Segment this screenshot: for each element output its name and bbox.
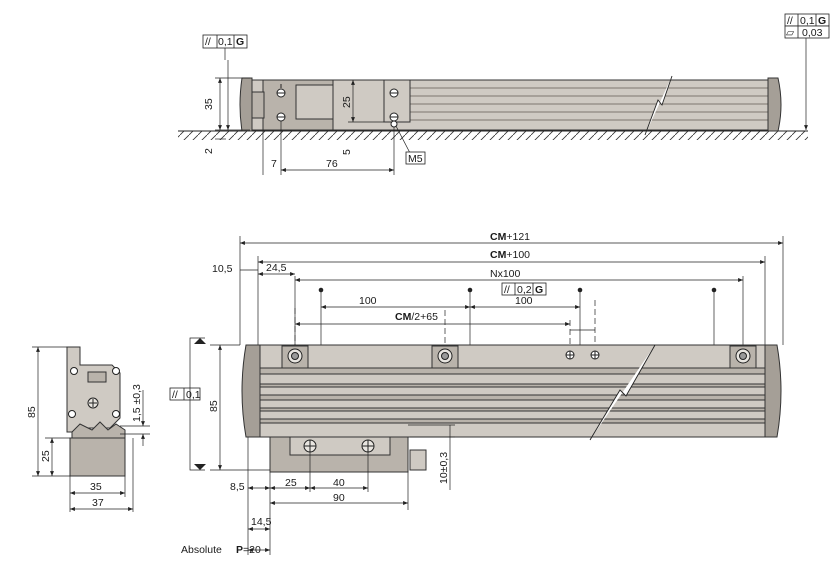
- side-view: 85 25 1,5 ±0,3 35 37: [26, 346, 150, 512]
- dim-40-front: 40: [333, 477, 345, 489]
- dim-5-top: 5: [341, 149, 353, 155]
- screw-icon: [276, 112, 286, 122]
- dim-25-top: 25: [341, 96, 353, 108]
- svg-text:G: G: [818, 15, 826, 27]
- screw-icon: [389, 88, 399, 98]
- svg-text:0,1: 0,1: [800, 15, 815, 27]
- side-reading-head: [69, 437, 126, 477]
- dim-100-right: 100: [515, 295, 533, 307]
- svg-text:0,03: 0,03: [802, 27, 823, 39]
- parallelism-tolerance-right: // 0,1 G: [784, 13, 830, 27]
- m5-thread-label-box: [405, 151, 426, 165]
- dim-35-side: 35: [90, 481, 102, 493]
- dim-25-side: 25: [40, 450, 52, 462]
- screw-icon: [276, 88, 286, 98]
- dim-cm100: CM+100: [490, 249, 530, 261]
- svg-text://: //: [172, 389, 178, 401]
- svg-text:▱: ▱: [786, 27, 795, 39]
- parallelism-tolerance-left: // 0,1 G: [202, 34, 248, 60]
- mount-hole-icon: [431, 345, 459, 369]
- dim-25-front: 25: [285, 477, 297, 489]
- dim-10-5: 10,5: [212, 263, 233, 275]
- dim-10-03: 10±0,3: [438, 452, 450, 484]
- break-line-front: [589, 344, 656, 441]
- end-cap-left-top: [239, 77, 253, 132]
- dim-cm2-65: CM/2+65: [395, 311, 438, 323]
- end-cap-left-front: [241, 344, 261, 438]
- svg-text:0,1: 0,1: [186, 389, 201, 401]
- dim-7-top: 7: [271, 158, 277, 170]
- dim-14-5: 14,5: [251, 516, 272, 528]
- parallelism-tolerance-mid: // 0,2 G: [501, 282, 547, 296]
- dim-85-front: 85: [208, 400, 220, 412]
- dim-100-left: 100: [359, 295, 377, 307]
- mount-hole-icon: [281, 345, 309, 369]
- top-view: 35 2 // 0,1 G 25 5 7 76 M5: [178, 13, 830, 175]
- svg-text:0,2: 0,2: [517, 284, 532, 296]
- svg-text:0,1: 0,1: [218, 36, 233, 48]
- dim-76-top: 76: [326, 158, 338, 170]
- dim-90-front: 90: [333, 492, 345, 504]
- screw-icon: [303, 439, 317, 453]
- svg-text://: //: [787, 15, 793, 27]
- screw-icon: [87, 397, 99, 409]
- svg-text://: //: [205, 36, 211, 48]
- mount-hole-icon: [729, 345, 757, 369]
- dim-cm121: CM+121: [490, 231, 530, 243]
- dim-nx100: Nx100: [490, 268, 521, 280]
- svg-text://: //: [504, 284, 510, 296]
- reference-mark-icon: [565, 350, 575, 360]
- reference-mark-icon: [590, 350, 600, 360]
- flatness-tolerance-right: ▱ 0,03: [784, 25, 830, 39]
- front-view: CM+121 CM+100 10,5 24,5 Nx100: [169, 231, 784, 556]
- end-cap-right-top: [767, 77, 782, 132]
- screw-icon: [389, 112, 399, 122]
- end-cap-right-front: [764, 344, 782, 438]
- absolute-label: Absolute: [181, 544, 222, 556]
- parallelism-tolerance-front-left: // 0,1: [169, 387, 201, 401]
- dim-24-5: 24,5: [266, 262, 287, 274]
- ground-hatch: [178, 131, 808, 140]
- dim-37-side: 37: [92, 497, 104, 509]
- side-profile: [66, 346, 121, 433]
- pitch-label: P=20: [236, 544, 261, 556]
- svg-text:G: G: [236, 36, 244, 48]
- dim-35-top: 35: [203, 98, 215, 110]
- thread-m5-label: M5: [408, 153, 423, 165]
- dim-1-5-side: 1,5 ±0,3: [131, 384, 143, 422]
- break-line-top: [644, 75, 673, 136]
- svg-text:G: G: [535, 284, 543, 296]
- dim-85-side: 85: [26, 406, 38, 418]
- dim-8-5: 8,5: [230, 481, 245, 493]
- screw-icon: [361, 439, 375, 453]
- dim-2-top: 2: [203, 148, 215, 154]
